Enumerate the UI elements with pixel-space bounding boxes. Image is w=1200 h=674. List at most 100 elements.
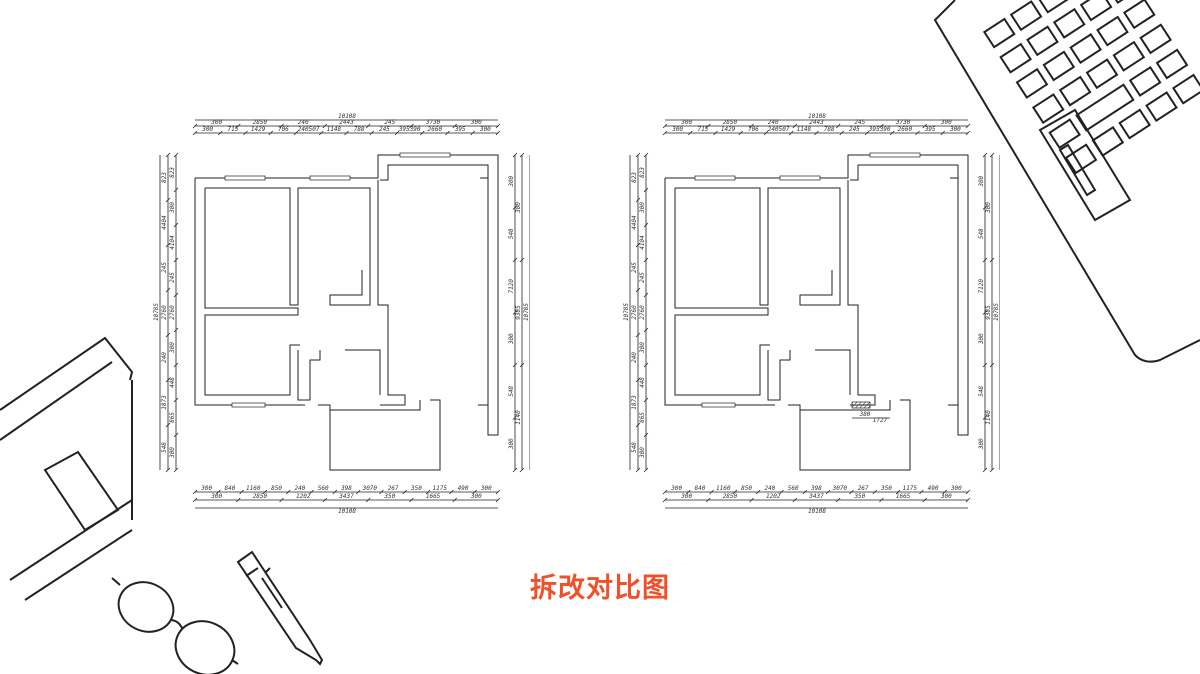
dimension-label: 245 — [631, 262, 638, 273]
dimension-label: 1160 — [246, 485, 261, 492]
dimension-label: 548 — [631, 442, 638, 453]
dimension-tick — [165, 287, 171, 293]
dimension-tick — [982, 415, 988, 420]
dimension-tick — [982, 467, 988, 473]
dimension-tick — [495, 123, 501, 129]
dimension-label: 706 — [278, 126, 289, 133]
dimension-label: 395 — [924, 126, 936, 133]
bathroom-wall — [767, 350, 791, 401]
dimension-tick — [982, 362, 988, 368]
dimension-tick — [879, 497, 884, 503]
dimension-total: 10785 — [153, 303, 160, 321]
dimension-label: 300 — [508, 333, 515, 345]
dimension-label: 2850 — [253, 493, 268, 500]
dimension-tick — [662, 497, 668, 503]
dimension-tick — [738, 130, 744, 136]
dimension-label: 840 — [225, 485, 236, 492]
dimension-tick — [872, 489, 878, 495]
dimension-tick — [165, 377, 171, 383]
dimension-tick — [344, 130, 349, 136]
dimension-tick — [922, 497, 927, 503]
dimension-tick — [635, 152, 641, 158]
dimension-tick — [512, 415, 518, 420]
dimension-tick — [839, 130, 845, 136]
dimension-label: 3437 — [338, 493, 354, 500]
dimension-label: 4404 — [631, 215, 638, 230]
dimension-total: 10785 — [523, 303, 530, 321]
dimension-tick — [802, 489, 808, 495]
balcony-wall — [800, 400, 891, 411]
window — [869, 152, 921, 158]
dimension-tick — [173, 257, 179, 263]
dimension-label: 3437 — [808, 493, 824, 500]
dimension-label: 850 — [741, 485, 752, 492]
dimension-label: 2760 — [161, 305, 168, 320]
dimension-label: 7120 — [978, 279, 985, 294]
dimension-tick — [239, 489, 244, 495]
dimension-total: 10108 — [338, 508, 356, 515]
dimension-tick — [322, 123, 328, 129]
dimension-label: 1140 — [515, 410, 522, 425]
dimension-tick — [635, 467, 641, 473]
window — [779, 175, 821, 181]
dimension-label: 1175 — [903, 485, 918, 492]
center-wall — [847, 180, 876, 406]
dimension-tick — [512, 152, 518, 158]
dimension-label: 1148 — [797, 126, 812, 133]
balcony-wall — [330, 400, 421, 411]
kitchen-wall — [345, 349, 381, 395]
dimension-tick — [792, 123, 798, 129]
dimension-label: 300 — [210, 493, 222, 500]
dimension-label: 2443 — [809, 119, 824, 126]
dimension-label: 300 — [940, 119, 952, 126]
dimension-tick — [165, 422, 171, 428]
dimension-tick — [889, 130, 895, 136]
dimension-tick — [409, 497, 414, 503]
dimension-tick — [643, 362, 649, 368]
dimension-label: 245 — [854, 119, 865, 126]
dimension-tick — [379, 489, 384, 495]
dimension-tick — [332, 489, 338, 495]
dimension-tick — [165, 467, 171, 473]
dimension-tick — [495, 489, 501, 495]
dimension-tick — [309, 489, 314, 495]
dimension-label: 300 — [949, 126, 961, 133]
dimension-tick — [643, 327, 649, 333]
dimension-label: 240 — [764, 485, 775, 492]
outer-wall — [194, 154, 499, 471]
dimension-tick — [643, 397, 649, 403]
dimension-tick — [452, 123, 457, 129]
dimension-label: 850 — [271, 485, 282, 492]
bedroom-wall — [204, 188, 300, 396]
dimension-tick — [365, 497, 371, 503]
dimension-tick — [519, 152, 525, 158]
dimension-label: 2660 — [898, 126, 913, 133]
dimension-tick — [519, 257, 525, 263]
dimension-label: 245 — [161, 262, 168, 273]
dimension-tick — [635, 197, 641, 203]
dimension-tick — [173, 187, 179, 193]
dimension-label: 300 — [479, 126, 491, 133]
glasses-illustration — [111, 577, 239, 674]
dimension-tick — [835, 123, 841, 129]
dimension-label: 3730 — [895, 119, 911, 126]
dimension-tick — [192, 497, 198, 503]
dimension-tick — [512, 257, 518, 263]
dimension-label: 240507 — [298, 126, 320, 133]
dimension-tick — [635, 242, 641, 248]
bathroom-wall — [297, 350, 321, 401]
dimension-total: 10785 — [993, 303, 1000, 321]
dimension-tick — [285, 489, 291, 495]
dimension-label: 2443 — [339, 119, 354, 126]
dimension-tick — [236, 497, 241, 503]
bedroom-wall — [674, 188, 770, 396]
dimension-tick — [519, 362, 525, 368]
dimension-label: 300 — [639, 342, 646, 354]
dimension-label: 1140 — [985, 410, 992, 425]
dimension-label: 2850 — [253, 119, 268, 126]
keyboard-illustration — [933, 0, 1200, 363]
dimension-tick — [662, 489, 668, 495]
